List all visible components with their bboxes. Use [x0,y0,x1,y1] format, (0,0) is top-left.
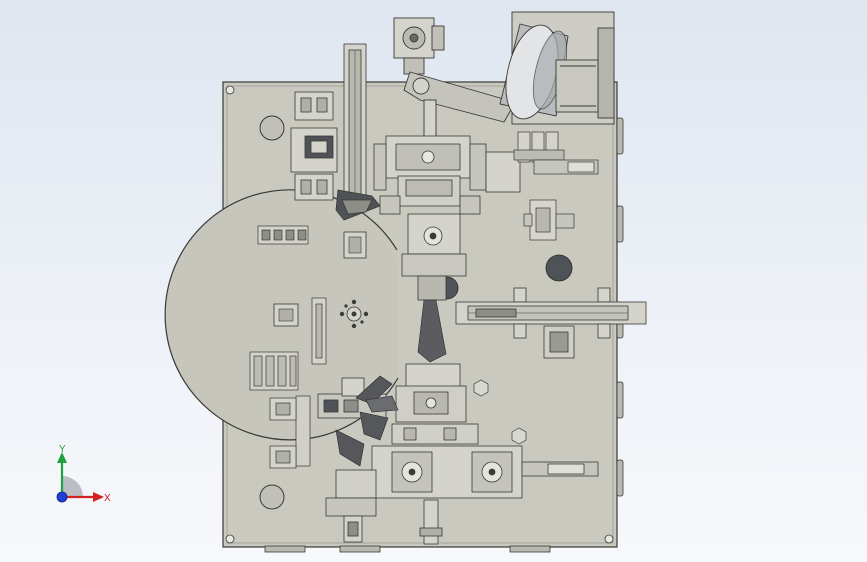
vertical-linear-rail[interactable] [335,43,381,221]
terminal-block-left[interactable] [257,225,309,245]
large-drive-motor[interactable] [497,11,615,125]
y-axis-arrowhead [57,452,67,463]
mounting-hole-bottom-left [259,484,285,510]
left-vertical-slide[interactable] [295,297,327,467]
mounting-hole-top-left [259,115,285,141]
horizontal-cylinder-slide[interactable] [455,287,647,359]
central-lower-station[interactable] [317,363,479,445]
coordinate-triad: Y X [56,444,111,504]
dark-hole-right [545,254,573,282]
top-left-clamp-block[interactable] [290,91,338,201]
x-axis-label: X [104,493,111,504]
z-axis-origin [56,491,68,503]
x-axis-arrowhead [93,492,104,502]
y-axis-label: Y [59,444,66,455]
bottom-feed-assembly[interactable] [325,469,443,545]
bottom-edge-brackets [264,545,551,553]
left-fixture-blocks[interactable] [269,397,297,469]
rotary-index-table[interactable] [164,189,399,441]
gripper-mechanism[interactable] [335,299,447,467]
top-servo-motor[interactable] [393,17,445,75]
central-upper-station[interactable] [373,135,521,301]
hex-nuts [473,379,527,445]
left-valve-manifold[interactable] [249,351,299,391]
bottom-twin-fixture[interactable] [371,445,599,499]
sensor-block-right[interactable] [523,199,575,241]
valve-bank-top-right[interactable] [513,131,599,175]
